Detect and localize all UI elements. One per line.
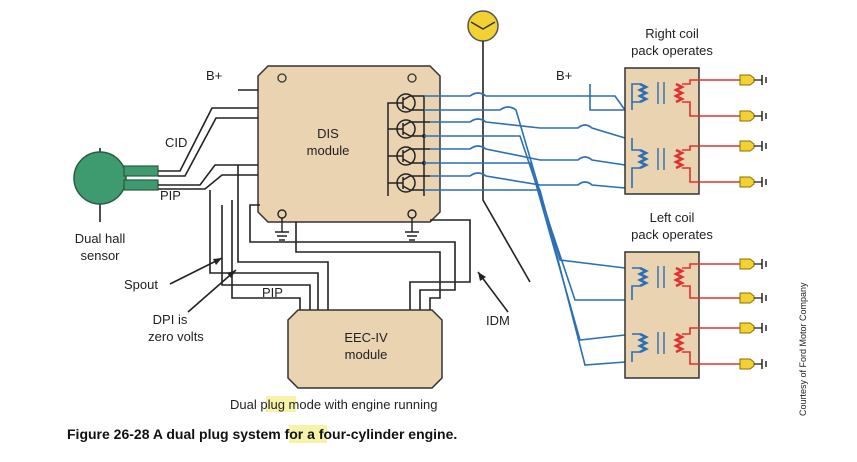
spark-plug-icon <box>739 110 767 122</box>
cid-label: CID <box>165 135 187 150</box>
left-coil-pack-box <box>624 251 700 379</box>
mode-caption-before: Dual <box>230 397 260 412</box>
pip-top-label: PIP <box>160 188 181 203</box>
spark-plug-icon <box>739 322 767 334</box>
dis-module-label-line1: DIS <box>317 126 339 141</box>
mode-caption-highlight <box>266 396 296 412</box>
ground-symbols <box>275 209 419 241</box>
left-coil-windings <box>631 266 685 362</box>
sensor-signal-wires <box>158 107 258 190</box>
dpi-label-line2: zero volts <box>148 329 204 344</box>
figure-caption-highlight <box>289 425 327 443</box>
dpi-arrow <box>187 269 237 313</box>
spout-arrow <box>169 257 223 285</box>
spark-plug-icon <box>739 292 767 304</box>
eec-bundle-wires <box>209 165 471 310</box>
credit-text: Courtesy of Ford Motor Company <box>798 282 808 416</box>
b-plus-right-label: B+ <box>556 68 572 83</box>
spout-arrowhead <box>213 258 222 265</box>
sensor-connector-upper <box>123 165 159 177</box>
eec-module-label-line2: module <box>345 347 388 362</box>
spark-plug-icon <box>739 140 767 152</box>
figure-caption-before: A dual <box>149 426 199 442</box>
dual-hall-sensor-icon <box>73 151 127 205</box>
right-coil-secondary-wires <box>682 79 740 183</box>
idm-arrowhead <box>478 272 486 281</box>
idm-label: IDM <box>486 313 510 328</box>
right-coil-pack-box <box>624 67 700 195</box>
tach-meter-icon <box>467 10 499 42</box>
mode-caption: Dual plug mode with engine running <box>230 397 437 412</box>
spark-plug-icon <box>739 358 767 370</box>
figure-caption-after: system for a four-cylinder engine. <box>229 426 458 442</box>
right-coil-windings <box>631 82 685 188</box>
spout-label: Spout <box>124 277 158 292</box>
sensor-connector-lower <box>123 179 159 191</box>
dual-hall-label-line2: sensor <box>80 248 120 263</box>
tach-wire <box>482 41 531 283</box>
figure-caption: Figure 26-28 A dual plug system for a fo… <box>67 426 457 442</box>
figure-caption-highlight-text: plug <box>199 426 229 442</box>
b-plus-right-wire <box>589 84 625 111</box>
eec-iv-module-box <box>287 309 443 389</box>
dpi-arrowhead <box>227 270 236 278</box>
tach-needle <box>470 21 496 30</box>
mode-caption-after: mode with engine running <box>285 397 438 412</box>
figure-number: Figure 26-28 <box>67 426 150 442</box>
right-coil-label-line1: Right coil <box>645 26 699 41</box>
pip-bottom-label: PIP <box>262 285 283 300</box>
right-coil-label-line2: pack operates <box>631 43 713 58</box>
dis-output-wires <box>424 92 626 366</box>
mode-caption-highlight-text: plug <box>260 397 285 412</box>
b-plus-left-label: B+ <box>206 68 222 83</box>
spark-plug-group <box>739 74 767 370</box>
dual-hall-label-line1: Dual hall <box>75 231 126 246</box>
left-coil-label-line1: Left coil <box>650 210 695 225</box>
dis-mount-hole-right <box>407 73 417 83</box>
left-coil-secondary-wires <box>682 263 740 365</box>
spark-plug-icon <box>739 176 767 188</box>
spark-plug-icon <box>739 258 767 270</box>
dis-module-label-line2: module <box>307 143 350 158</box>
eec-module-label-line1: EEC-IV <box>344 330 388 345</box>
left-coil-label-line2: pack operates <box>631 227 713 242</box>
dis-mount-hole-left <box>277 73 287 83</box>
spark-plug-icon <box>739 74 767 86</box>
dpi-label-line1: DPI is <box>153 312 188 327</box>
